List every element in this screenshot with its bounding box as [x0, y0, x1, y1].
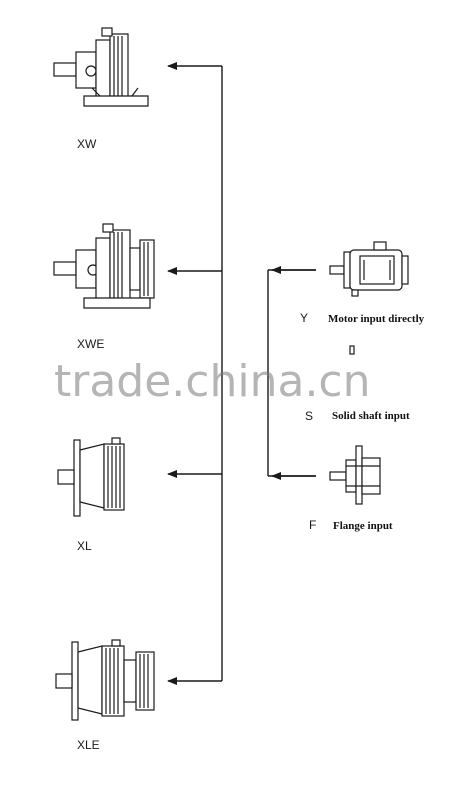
- flange-input-drawing: [329, 445, 381, 505]
- input-connector: [267, 266, 316, 480]
- code-f: F: [309, 518, 317, 532]
- code-s: S: [305, 409, 314, 423]
- xle-reducer-drawing: [55, 639, 155, 721]
- motor-input-drawing: [329, 241, 409, 297]
- desc-solid-shaft: Solid shaft input: [332, 410, 410, 422]
- code-y: Y: [300, 311, 309, 325]
- watermark: trade.china.cn: [54, 356, 371, 407]
- solid-shaft-drawing: [349, 345, 355, 355]
- xw-reducer-drawing: [53, 27, 149, 107]
- desc-motor-input: Motor input directly: [328, 313, 425, 325]
- main-connector: [167, 62, 223, 685]
- label-xle: XLE: [77, 738, 100, 752]
- xl-reducer-drawing: [57, 437, 125, 517]
- label-xwe: XWE: [77, 337, 105, 351]
- xwe-reducer-drawing: [53, 223, 155, 309]
- desc-flange-input: Flange input: [333, 520, 393, 532]
- label-xw: XW: [77, 137, 97, 151]
- label-xl: XL: [77, 539, 92, 553]
